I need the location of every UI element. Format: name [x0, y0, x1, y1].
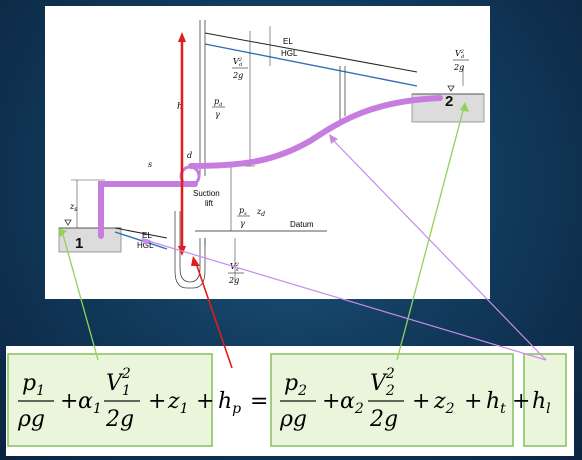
svg-text:V2s: V2s [230, 262, 239, 273]
svg-text:2g: 2g [105, 407, 134, 432]
svg-text:2g: 2g [453, 63, 464, 72]
equals-sign: = [250, 389, 268, 414]
el-top-label: EL [283, 37, 293, 46]
term-ht: ht [486, 389, 506, 417]
pump-diagram-panel: 1 2 EL HGL EL HGL [45, 6, 490, 299]
plus-2: + [148, 389, 166, 414]
suction-pipe [98, 181, 198, 239]
svg-text:2g: 2g [228, 276, 239, 285]
svg-text:pd: pd [214, 97, 222, 108]
plus-3: + [196, 389, 214, 414]
s-label: s [148, 160, 152, 169]
term-hl: hl [532, 389, 551, 417]
el-line-suction [114, 227, 168, 239]
svg-text:p2: p2 [284, 371, 307, 399]
svg-text:2g: 2g [369, 407, 398, 432]
reservoir-1: 1 [58, 219, 122, 253]
svg-text:p1: p1 [22, 371, 45, 399]
svg-text:ps: ps [239, 206, 247, 217]
term-p2-over-rho-g: p2 ρg [279, 371, 316, 432]
lift-label: lift [205, 199, 214, 208]
hgl-line-discharge [204, 43, 418, 87]
pump-system-diagram: 1 2 EL HGL EL HGL [58, 20, 485, 289]
svg-text:γ: γ [215, 110, 220, 119]
svg-text:ρg: ρg [279, 407, 307, 432]
svg-text:ρg: ρg [17, 407, 45, 432]
svg-text:2g: 2g [232, 71, 243, 80]
el-bottom-label: EL [142, 231, 152, 240]
piezometer-middle [339, 66, 346, 121]
d-label: d [187, 151, 192, 160]
discharge-pipe [188, 95, 443, 169]
term-hp: hp [218, 389, 241, 417]
svg-text:V2d: V2d [455, 49, 464, 60]
zs-label: zs [69, 202, 77, 213]
term-z2: z2 [433, 389, 455, 417]
hgl-bottom-label: HGL [137, 241, 154, 250]
svg-text:γ: γ [240, 219, 245, 228]
pump-head-arrow [178, 32, 186, 256]
ps-pressure-head: ps γ [237, 206, 250, 228]
svg-text:α1: α1 [78, 389, 102, 417]
reservoir-1-label: 1 [75, 235, 83, 252]
suction-label: Suction [193, 189, 220, 198]
plus-4: + [322, 389, 340, 414]
reservoir-2-label: 2 [445, 93, 453, 110]
reservoir-2: 2 [411, 85, 485, 123]
svg-text:α2: α2 [340, 389, 364, 417]
plus-5: + [412, 389, 430, 414]
zd-label: zd [256, 207, 265, 218]
piezometer-discharge [199, 20, 206, 176]
el-line-discharge [204, 32, 418, 73]
head-loss-box [523, 353, 567, 447]
plus-7: + [512, 389, 530, 414]
plus-6: + [464, 389, 482, 414]
hgl-top-label: HGL [281, 49, 298, 58]
left-terms-box [7, 353, 213, 447]
term-p1-over-rho-g: p1 ρg [17, 371, 54, 432]
pd-pressure-head: pd γ [212, 97, 225, 119]
svg-text:V21: V21 [106, 366, 131, 399]
term-z1: z1 [167, 389, 189, 417]
svg-text:V22: V22 [370, 366, 395, 399]
h-label: h [177, 102, 183, 112]
plus-1: + [60, 389, 78, 414]
datum-label: Datum [290, 220, 314, 229]
dimension-lines [71, 26, 464, 282]
svg-text:V2d: V2d [233, 57, 242, 68]
